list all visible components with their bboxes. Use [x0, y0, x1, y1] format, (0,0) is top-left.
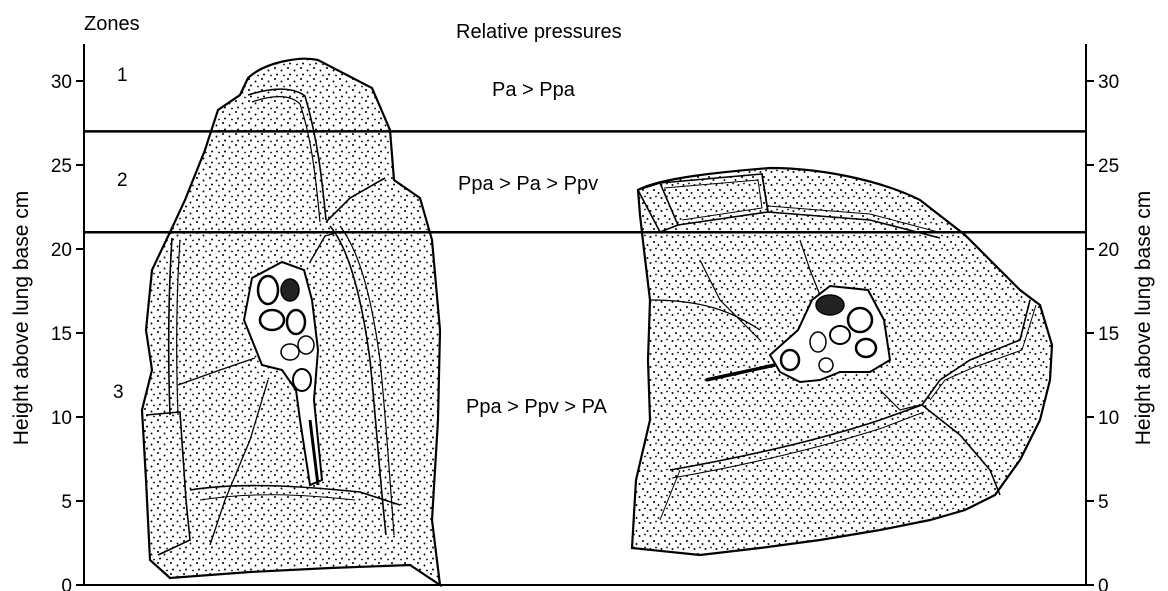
left-tick-label: 25 [51, 156, 72, 177]
left-tick-label: 15 [51, 324, 72, 345]
left-tick-label: 30 [51, 72, 72, 93]
right-tick-label: 30 [1098, 72, 1119, 93]
zone-1-pressure: Pa > Ppa [492, 79, 576, 101]
left-tick-label: 10 [51, 408, 72, 429]
zone-2-pressure: Ppa > Pa > Ppv [458, 173, 598, 195]
right-tick-label: 20 [1098, 240, 1119, 261]
zone-3-number: 3 [113, 382, 124, 403]
left-tick-label: 20 [51, 240, 72, 261]
left-axis-title: Height above lung base cm [10, 191, 33, 446]
right-axis-title: Height above lung base cm [1132, 191, 1155, 446]
zones-header: Zones [84, 13, 140, 35]
relative-pressures-header: Relative pressures [456, 21, 622, 43]
lung-frontal-view [142, 59, 440, 585]
right-tick-label: 15 [1098, 324, 1119, 345]
right-tick-label: 25 [1098, 156, 1119, 177]
zone-3-pressure: Ppa > Ppv > PA [466, 396, 607, 418]
lung-lateral-view [632, 168, 1052, 555]
left-tick-label: 5 [61, 492, 72, 513]
zone-2-number: 2 [117, 170, 128, 191]
right-tick-label: 0 [1098, 576, 1109, 591]
right-tick-label: 5 [1098, 492, 1109, 513]
right-tick-label: 10 [1098, 408, 1119, 429]
zone-1-number: 1 [117, 65, 128, 86]
left-tick-label: 0 [61, 576, 72, 591]
